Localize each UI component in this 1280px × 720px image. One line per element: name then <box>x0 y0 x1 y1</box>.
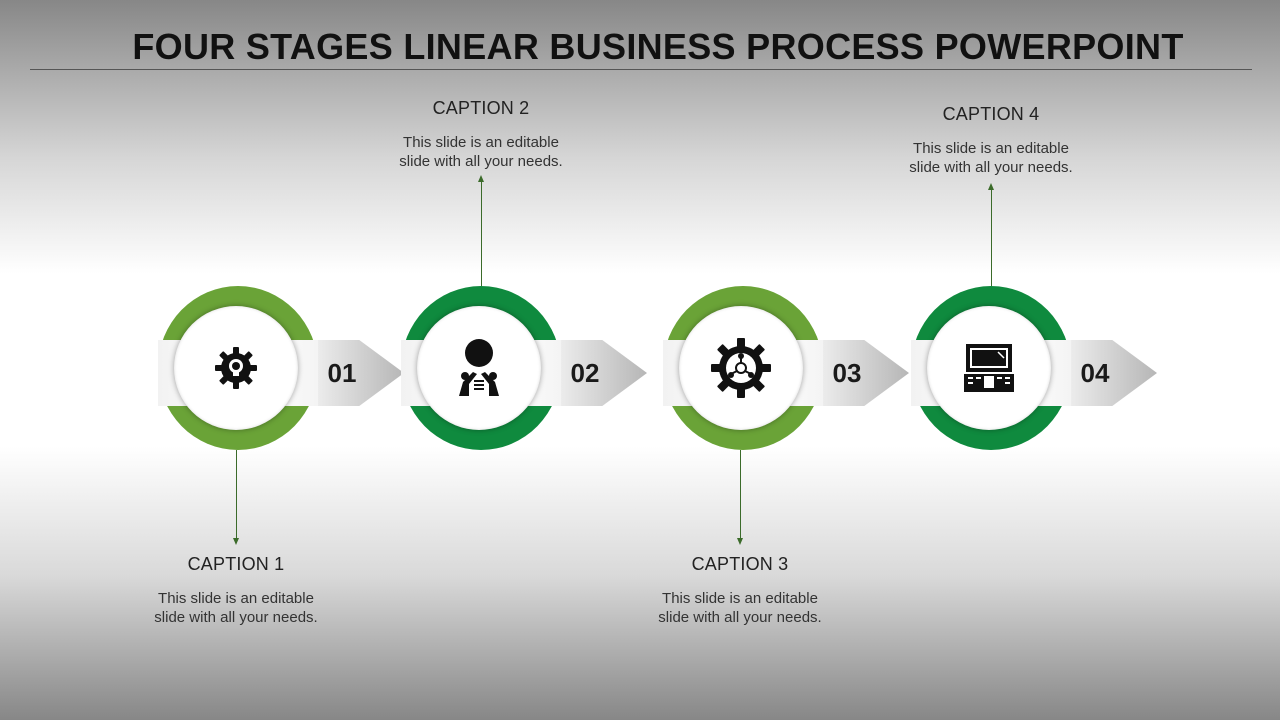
stage-1-number: 01 <box>327 358 357 388</box>
title-divider <box>30 69 1252 70</box>
stage-1-connector <box>236 450 237 538</box>
caption-2-text: This slide is an editable slide with all… <box>399 134 563 170</box>
stage-1: 01 <box>158 286 438 450</box>
stage-3-number: 03 <box>832 358 862 388</box>
gear-bulb-icon <box>215 347 257 389</box>
caption-3: CAPTION 3 This slide is an editable slid… <box>620 554 860 627</box>
caption-2: CAPTION 2 This slide is an editable slid… <box>361 98 601 171</box>
stage-1-connector-arrowhead <box>233 538 239 545</box>
stage-3-icon-circle <box>679 306 803 430</box>
stage-2: 02 <box>401 286 681 450</box>
caption-4-text: This slide is an editable slide with all… <box>909 140 1073 176</box>
page-title: FOUR STAGES LINEAR BUSINESS PROCESS POWE… <box>132 26 1184 67</box>
stage-3-connector-arrowhead <box>737 538 743 545</box>
caption-4: CAPTION 4 This slide is an editable slid… <box>871 104 1111 177</box>
caption-2-title: CAPTION 2 <box>432 98 530 118</box>
caption-4-title: CAPTION 4 <box>942 104 1040 124</box>
stage-2-connector-arrowhead <box>478 175 484 182</box>
stage-2-connector <box>481 182 482 286</box>
caption-1: CAPTION 1 This slide is an editable slid… <box>116 554 356 627</box>
stage-2-icon-circle <box>417 306 541 430</box>
gear-network-icon <box>711 338 771 398</box>
caption-1-text: This slide is an editable slide with all… <box>154 590 318 626</box>
stage-2-number: 02 <box>570 358 600 388</box>
stage-3: 03 <box>663 286 943 450</box>
stage-4-number: 04 <box>1080 358 1110 388</box>
stage-4-connector <box>991 190 992 286</box>
stage-4-connector-arrowhead <box>988 183 994 190</box>
caption-3-title: CAPTION 3 <box>691 554 789 574</box>
team-idea-icon <box>459 339 499 396</box>
caption-3-text: This slide is an editable slide with all… <box>658 590 822 626</box>
stage-4-icon-circle <box>927 306 1051 430</box>
laptop-icon <box>964 344 1014 392</box>
stage-1-icon-circle <box>174 306 298 430</box>
stage-3-connector <box>740 450 741 538</box>
stage-4: 04 <box>911 286 1191 450</box>
caption-1-title: CAPTION 1 <box>187 554 285 574</box>
